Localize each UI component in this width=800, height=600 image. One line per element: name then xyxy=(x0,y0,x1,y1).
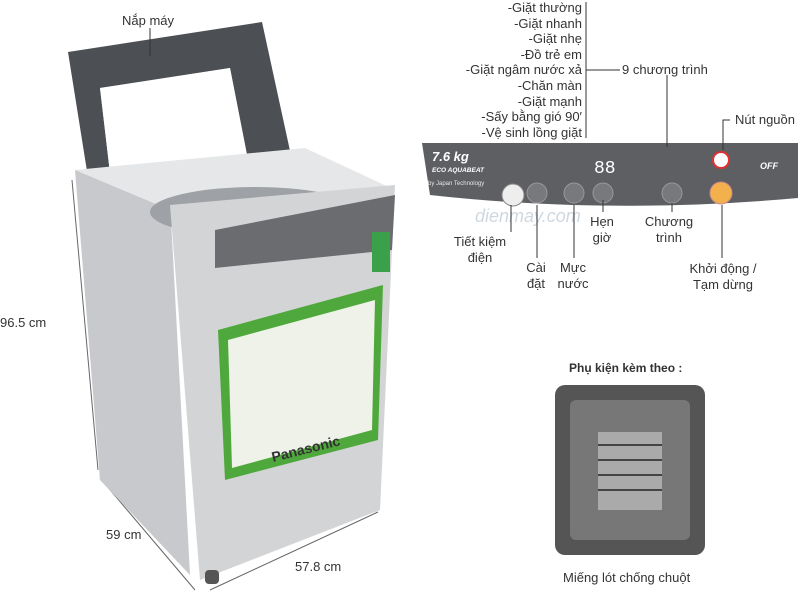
setting-button[interactable] xyxy=(526,182,548,204)
program-item: -Giặt nhanh xyxy=(514,15,582,31)
height-dimension-line xyxy=(71,179,99,471)
program-list: -Giặt thường -Giặt nhanh -Giặt nhẹ -Đồ t… xyxy=(440,0,582,140)
watermark: dienmay.com xyxy=(475,206,581,226)
energy-label xyxy=(372,232,390,272)
program-item: -Chăn màn xyxy=(517,77,582,93)
program-item: -Giặt ngâm nước xả xyxy=(465,62,582,78)
program-label: Chương trình xyxy=(644,214,694,245)
program-item: -Sấy bằng gió 90′ xyxy=(481,109,582,125)
accessory-title: Phụ kiện kèm theo : xyxy=(569,361,683,375)
program-item: -Giặt thường xyxy=(507,0,582,15)
start-pause-button[interactable] xyxy=(709,181,733,205)
water-level-label: Mực nước xyxy=(557,260,589,291)
energy-save-label: Tiết kiệm điện xyxy=(453,234,507,265)
timer-label: Hẹn giờ xyxy=(590,214,614,245)
panel-display: 88 xyxy=(594,159,616,179)
panel-tagline: by Japan Technology xyxy=(428,181,484,187)
program-item: -Giặt mạnh xyxy=(517,93,582,109)
accessory-caption: Miếng lót chống chuột xyxy=(563,570,691,585)
width-label: 57.8 cm xyxy=(295,559,342,574)
height-label: 96.5 cm xyxy=(0,315,47,330)
programs-summary-label: 9 chương trình xyxy=(622,62,708,77)
lid-label: Nắp máy xyxy=(122,13,175,28)
water-level-button[interactable] xyxy=(563,182,585,204)
washer-foot xyxy=(205,570,219,584)
width-dimension-line xyxy=(209,511,379,591)
program-item: -Giặt nhẹ xyxy=(528,31,582,47)
off-indicator: OFF xyxy=(760,161,778,171)
power-button-label: Nút nguồn xyxy=(735,112,795,127)
program-item: -Đồ trẻ em xyxy=(520,46,582,62)
power-button[interactable] xyxy=(712,151,730,169)
washer-control-panel xyxy=(215,195,395,268)
program-button[interactable] xyxy=(661,182,683,204)
control-panel-closeup: 7.6 kg ECO AQUABEAT by Japan Technology … xyxy=(422,143,798,207)
setting-label: Cài đặt xyxy=(526,260,546,291)
rat-guard-pad-image xyxy=(555,385,705,555)
depth-label: 59 cm xyxy=(106,527,142,542)
washer-side xyxy=(75,170,190,575)
panel-capacity: 7.6 kg xyxy=(432,149,469,164)
start-pause-label: Khởi động / Tạm dừng xyxy=(689,261,757,292)
panel-series: ECO AQUABEAT xyxy=(432,167,485,174)
energy-save-button[interactable] xyxy=(501,183,525,207)
program-item: -Vệ sinh lồng giặt xyxy=(481,124,582,140)
